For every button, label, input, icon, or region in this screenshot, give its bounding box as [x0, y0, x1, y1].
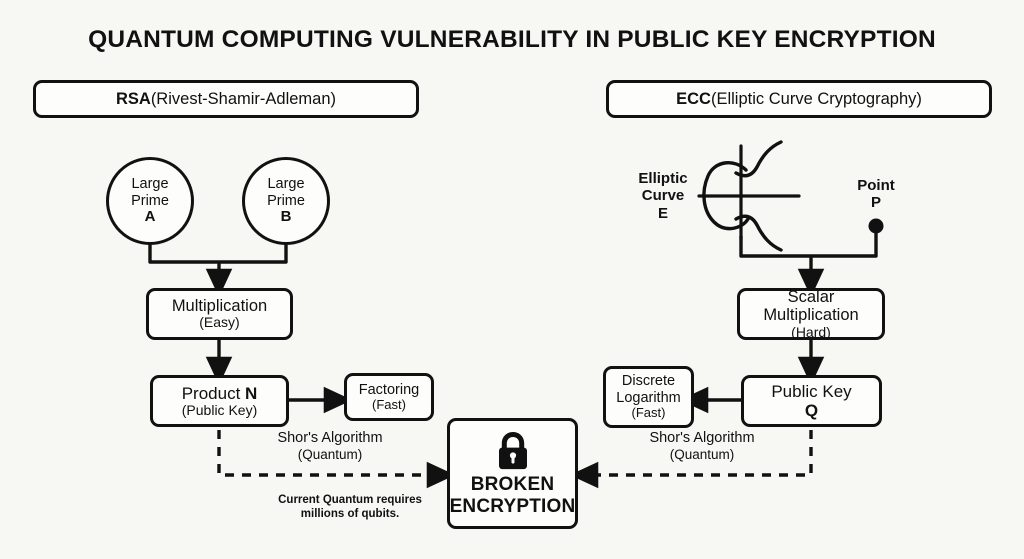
node-factoring: Factoring (Fast) — [344, 373, 434, 421]
node-multiplication: Multiplication (Easy) — [146, 288, 293, 340]
large-prime-b-line2: Prime — [267, 192, 305, 209]
curve-open-branch-lower — [734, 214, 783, 252]
page-title: QUANTUM COMPUTING VULNERABILITY IN PUBLI… — [88, 26, 936, 53]
padlock-icon — [498, 432, 527, 470]
label-elliptic-curve: Elliptic Curve E — [622, 170, 704, 222]
discrete-log-line1: Discrete — [621, 373, 676, 390]
product-n-word: Product — [181, 383, 246, 403]
elliptic-curve-line1: Elliptic — [638, 170, 688, 187]
elliptic-curve-graphic — [697, 140, 801, 252]
elliptic-curve-line2: Curve — [641, 187, 685, 205]
large-prime-b-line3: B — [280, 207, 292, 225]
factoring-line2: (Fast) — [372, 396, 406, 412]
rsa-shor-line2: (Quantum) — [297, 447, 363, 463]
qubit-note-line1: Current Quantum requires — [278, 494, 422, 506]
point-p-dot — [868, 218, 884, 234]
node-public-key-q: Public Key Q — [741, 375, 882, 427]
node-large-prime-a: Large Prime A — [106, 157, 194, 245]
public-key-line2: Q — [804, 401, 819, 420]
large-prime-a-line1: Large — [131, 176, 169, 193]
section-header-rsa-expansion: (Rivest-Shamir-Adleman) — [150, 89, 337, 108]
caption-rsa-shor-algorithm: Shor's Algorithm (Quantum) — [235, 430, 425, 463]
node-scalar-multiplication: Scalar Multiplication (Hard) — [737, 288, 885, 340]
point-p-line1: Point — [857, 177, 895, 194]
ecc-shor-line1: Shor's Algorithm — [649, 430, 755, 446]
caption-ecc-shor-algorithm: Shor's Algorithm (Quantum) — [607, 430, 797, 463]
scalar-mult-line3: (Hard) — [791, 323, 831, 340]
node-discrete-logarithm: Discrete Logarithm (Fast) — [603, 366, 694, 428]
broken-encryption-line1: BROKEN — [470, 474, 555, 496]
rsa-prime-join-bracket — [148, 243, 288, 264]
ecc-shor-line2: (Quantum) — [669, 447, 735, 463]
broken-encryption-line2: ENCRYPTION — [449, 496, 576, 517]
label-point-p: Point P — [838, 177, 914, 212]
node-broken-encryption: BROKEN ENCRYPTION — [447, 418, 578, 529]
large-prime-a-line2: Prime — [131, 192, 169, 209]
node-large-prime-b: Large Prime B — [242, 157, 330, 245]
factoring-line1: Factoring — [358, 381, 420, 398]
point-p-line2: P — [870, 194, 881, 212]
section-header-rsa: RSA (Rivest-Shamir-Adleman) — [33, 80, 419, 118]
product-n-line2: (Public Key) — [181, 401, 258, 418]
rsa-shor-line1: Shor's Algorithm — [277, 430, 383, 446]
section-header-ecc-expansion: (Elliptic Curve Cryptography) — [710, 89, 922, 108]
multiplication-line2: (Easy) — [199, 314, 240, 331]
curve-closed-oval — [702, 161, 750, 231]
section-header-ecc-abbr: ECC — [676, 89, 711, 108]
elliptic-curve-line3: E — [657, 204, 668, 222]
discrete-log-line2: Logarithm — [616, 389, 681, 406]
qubit-note-line2: millions of qubits. — [300, 507, 400, 520]
product-n-symbol: N — [245, 383, 258, 403]
scalar-mult-line2: Multiplication — [763, 306, 859, 325]
large-prime-a-line3: A — [144, 207, 156, 225]
section-header-rsa-abbr: RSA — [115, 89, 151, 108]
scalar-mult-line1: Scalar — [787, 287, 835, 306]
section-header-ecc: ECC (Elliptic Curve Cryptography) — [606, 80, 992, 118]
caption-qubit-note: Current Quantum requires millions of qub… — [252, 494, 448, 521]
multiplication-line1: Multiplication — [171, 296, 268, 315]
ecc-join-bracket — [739, 229, 878, 258]
product-n-line1: Product N — [182, 384, 258, 403]
public-key-line1: Public Key — [771, 381, 852, 401]
large-prime-b-line1: Large — [267, 176, 305, 193]
curve-open-branch-upper — [734, 140, 783, 178]
node-product-n: Product N (Public Key) — [150, 375, 289, 427]
discrete-log-line3: (Fast) — [631, 404, 666, 420]
